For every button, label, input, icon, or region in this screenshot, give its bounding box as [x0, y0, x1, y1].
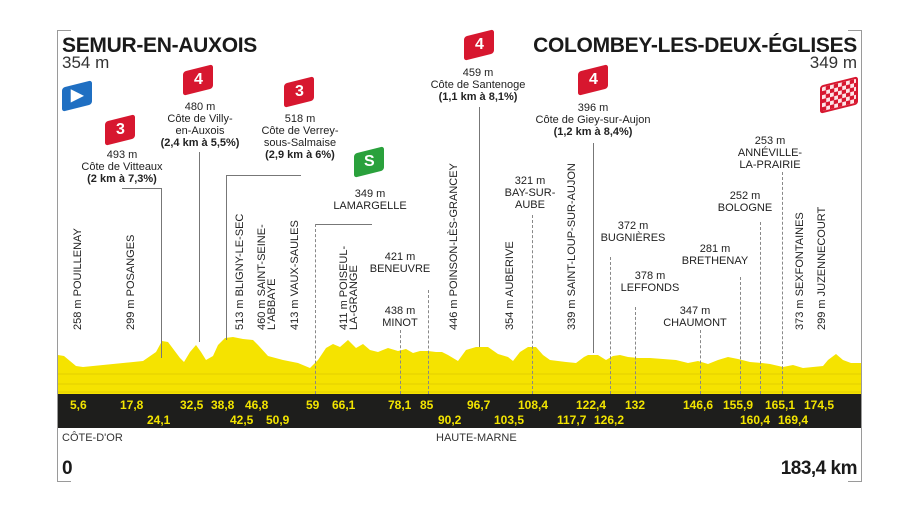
km-marker: 78,1	[388, 398, 412, 412]
km-marker: 169,4	[778, 413, 809, 427]
km-marker: 103,5	[494, 413, 525, 427]
leader-line	[740, 277, 741, 394]
frame-corner	[57, 30, 71, 31]
leader-line	[199, 152, 200, 342]
place-label: 258 m POUILLENAY	[72, 228, 84, 330]
km-marker: 155,9	[723, 398, 754, 412]
elevation-profile	[58, 337, 861, 394]
km-marker: 108,4	[518, 398, 549, 412]
climb-cat-badge: 4	[578, 64, 608, 96]
place-label: 299 m POSANGES	[125, 234, 137, 330]
km-marker: 50,9	[266, 413, 290, 427]
place-label: 446 m POINSON-LÈS-GRANCEY	[448, 163, 460, 330]
place-label: 513 m BLIGNY-LE-SEC	[234, 213, 246, 330]
place-label: LA-GRANGE	[348, 265, 360, 330]
leader-line	[610, 257, 611, 394]
frame-corner	[57, 481, 71, 482]
km-marker: 59	[306, 398, 320, 412]
km-marker: 24,1	[147, 413, 171, 427]
km-marker: 46,8	[245, 398, 269, 412]
km-marker: 126,2	[594, 413, 625, 427]
leader-line	[593, 143, 594, 353]
leader-line	[315, 224, 316, 394]
distance-end: 183,4 km	[780, 458, 858, 479]
km-marker: 42,5	[230, 413, 254, 427]
leader-line	[782, 172, 783, 394]
leader-line	[428, 290, 429, 394]
leader-line	[479, 107, 480, 347]
frame-corner	[848, 30, 862, 31]
km-bar	[58, 394, 861, 428]
start-city: SEMUR-EN-AUXOIS	[62, 34, 258, 57]
leader-line	[226, 175, 301, 176]
leader-line	[532, 215, 533, 394]
leader-line	[315, 224, 372, 225]
finish-altitude: 349 m	[809, 53, 857, 72]
km-marker: 165,1	[765, 398, 796, 412]
place-label: 413 m VAUX-SAULES	[289, 220, 301, 330]
sprint-badge: S	[354, 146, 384, 178]
start-altitude: 354 m	[62, 53, 110, 72]
km-marker: 132	[625, 398, 646, 412]
climb-cat-badge: 3	[105, 114, 135, 146]
place-label: 373 m SEXFONTAINES	[794, 212, 806, 330]
leader-line	[760, 222, 761, 394]
place-label: 354 m AUBERIVE	[504, 241, 516, 330]
frame-left	[57, 30, 58, 482]
climb-cat-badge: 3	[284, 76, 314, 108]
frame-corner	[848, 481, 862, 482]
km-marker: 90,2	[438, 413, 462, 427]
finish-city: COLOMBEY-LES-DEUX-ÉGLISES	[533, 34, 857, 57]
km-marker: 17,8	[120, 398, 144, 412]
place-label: 339 m SAINT-LOUP-SUR-AUJON	[566, 163, 578, 330]
km-marker: 146,6	[683, 398, 714, 412]
leader-line	[161, 188, 162, 358]
km-marker: 96,7	[467, 398, 491, 412]
km-marker: 160,4	[740, 413, 771, 427]
start-flag-icon: ▶	[62, 80, 92, 112]
km-marker: 117,7	[557, 413, 587, 427]
km-marker: 5,6	[70, 398, 87, 412]
km-marker: 85	[420, 398, 434, 412]
checkered-flag-icon	[820, 76, 858, 114]
km-marker: 66,1	[332, 398, 356, 412]
climb-cat-badge: 4	[464, 29, 494, 61]
place-label: L'ABBAYE	[266, 278, 278, 330]
leader-line	[635, 307, 636, 394]
leader-line	[226, 175, 227, 340]
km-marker: 122,4	[576, 398, 607, 412]
climb-cat-badge: 4	[183, 64, 213, 96]
distance-start: 0	[62, 458, 73, 479]
region-label: CÔTE-D'OR	[62, 432, 123, 444]
frame-right	[861, 30, 862, 482]
leader-line	[122, 188, 162, 189]
place-label: 299 m JUZENNECOURT	[816, 206, 828, 330]
km-marker: 32,5	[180, 398, 204, 412]
region-label: HAUTE-MARNE	[436, 432, 517, 444]
km-marker: 38,8	[211, 398, 235, 412]
km-marker: 174,5	[804, 398, 835, 412]
leader-line	[400, 330, 401, 394]
leader-line	[700, 330, 701, 394]
